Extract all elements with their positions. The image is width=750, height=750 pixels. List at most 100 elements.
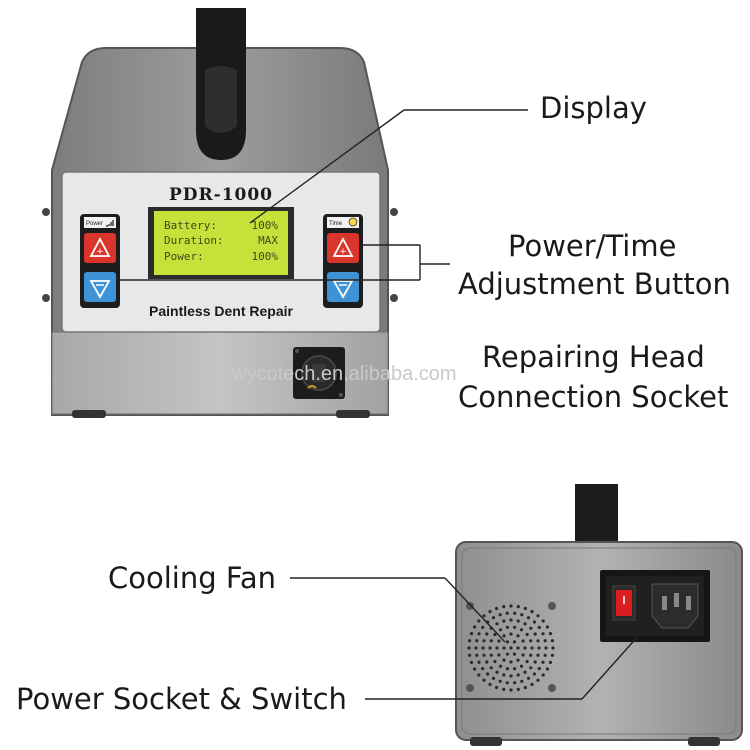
- fan-vent-hole: [497, 639, 501, 643]
- time-up-button[interactable]: +: [327, 233, 359, 263]
- fan-vent-hole: [525, 632, 529, 637]
- fan-vent-hole: [536, 678, 540, 682]
- fan-vent-hole: [516, 634, 520, 638]
- fan-vent-hole: [523, 646, 527, 650]
- fan-vent-hole: [502, 634, 506, 638]
- back-unit: [455, 484, 743, 746]
- fan-vent-hole: [537, 625, 541, 630]
- repair-head-socket: [293, 347, 345, 399]
- fan-vent-hole: [523, 622, 527, 626]
- fan-vent-hole: [475, 653, 479, 657]
- carry-handle-rear: [575, 484, 618, 552]
- svg-text:+: +: [96, 247, 104, 257]
- fan-vent-hole: [468, 653, 472, 657]
- fan-vent-hole: [509, 688, 513, 692]
- iec-power-inlet: [651, 583, 699, 629]
- fan-vent-hole: [550, 639, 555, 643]
- fan-vent-hole: [523, 606, 528, 611]
- fan-vent-hole: [481, 625, 485, 630]
- fan-vent-hole: [495, 685, 499, 690]
- fan-vent-hole: [516, 619, 520, 623]
- time-down-button[interactable]: [327, 272, 359, 302]
- fan-vent-hole: [498, 664, 503, 668]
- fan-vent-hole: [521, 639, 525, 643]
- lcd-battery-key: Battery:: [164, 219, 217, 232]
- fan-vent-hole: [520, 613, 524, 617]
- callout-adjust-line2: Adjustment Button: [458, 267, 731, 301]
- fan-vent-hole: [541, 673, 545, 677]
- fan-vent-hole: [488, 682, 492, 687]
- lcd-duration-value: MAX: [258, 234, 278, 247]
- fan-vent-hole: [536, 653, 540, 657]
- fan-vent-hole: [520, 679, 524, 683]
- rocker-switch[interactable]: [612, 585, 636, 621]
- fan-vent-hole: [516, 646, 520, 650]
- fan-vent-hole: [489, 666, 493, 670]
- cooling-fan-grille: [467, 604, 555, 692]
- fan-vent-hole: [544, 646, 548, 650]
- fan-vent-hole: [495, 606, 499, 611]
- fan-vent-hole: [505, 640, 510, 644]
- fan-vent-hole: [532, 620, 537, 624]
- fan-vent-hole: [489, 653, 493, 657]
- fan-vent-hole: [512, 640, 517, 644]
- product-tagline: Paintless Dent Repair: [149, 303, 293, 319]
- fan-vent-hole: [502, 673, 506, 677]
- fan-vent-hole: [502, 605, 506, 609]
- right-keypad: Time +: [323, 214, 363, 308]
- fan-vent-hole: [536, 614, 540, 618]
- fan-vent-hole: [473, 667, 477, 671]
- fan-vent-hole: [545, 667, 550, 671]
- fan-vent-hole: [548, 632, 553, 636]
- arrow-up-icon: [89, 237, 111, 257]
- fan-vent-hole: [477, 660, 481, 664]
- front-unit: PDR-1000 Battery: 100% Duration: MAX Pow…: [42, 8, 398, 418]
- fan-vent-hole: [481, 646, 485, 650]
- fan-vent-hole: [495, 670, 499, 674]
- fan-vent-hole: [530, 610, 534, 614]
- callout-socket-line2: Connection Socket: [458, 380, 729, 414]
- fan-vent-hole: [482, 614, 486, 618]
- fan-vent-hole: [543, 639, 547, 643]
- fan-vent-hole: [488, 610, 492, 614]
- fan-vent-hole: [516, 605, 520, 609]
- fan-vent-hole: [530, 646, 534, 650]
- callout-power-socket: Power Socket & Switch: [16, 682, 347, 716]
- fan-vent-hole: [468, 639, 472, 643]
- fan-vent-hole: [526, 676, 531, 680]
- power-socket-switch: [600, 570, 710, 642]
- fan-vent-hole: [482, 653, 486, 657]
- fan-vent-hole: [529, 626, 533, 630]
- power-up-button[interactable]: +: [84, 233, 116, 263]
- lcd-battery-value: 100%: [252, 219, 279, 232]
- fan-vent-hole: [513, 667, 517, 671]
- fan-vent-hole: [509, 604, 513, 608]
- fan-vent-hole: [477, 619, 481, 623]
- power-down-button[interactable]: [84, 272, 116, 302]
- fan-vent-hole: [516, 673, 520, 677]
- fan-vent-hole: [516, 658, 520, 662]
- fan-vent-hole: [485, 660, 489, 664]
- fan-vent-hole: [482, 639, 486, 643]
- fan-vent-hole: [495, 646, 499, 650]
- model-name: PDR-1000: [169, 185, 273, 205]
- fan-vent-hole: [488, 646, 492, 650]
- callout-socket-line1: Repairing Head: [482, 340, 705, 374]
- fan-vent-hole: [481, 667, 485, 671]
- callout-lines: [116, 109, 641, 700]
- fan-vent-hole: [505, 681, 509, 685]
- fan-vent-hole: [513, 625, 517, 629]
- fan-vent-hole: [502, 646, 506, 650]
- fan-vent-hole: [495, 622, 499, 626]
- lcd-duration-key: Duration:: [164, 234, 224, 247]
- fan-vent-hole: [541, 619, 545, 623]
- fan-vent-hole: [532, 672, 537, 676]
- lcd-display: [154, 211, 288, 275]
- fan-vent-hole: [502, 658, 506, 662]
- fan-vent-hole: [489, 639, 493, 643]
- fan-vent-hole: [509, 632, 513, 636]
- fan-vent-hole: [505, 611, 509, 615]
- lcd-power-key: Power:: [164, 250, 204, 263]
- arrow-up-icon: [332, 237, 354, 257]
